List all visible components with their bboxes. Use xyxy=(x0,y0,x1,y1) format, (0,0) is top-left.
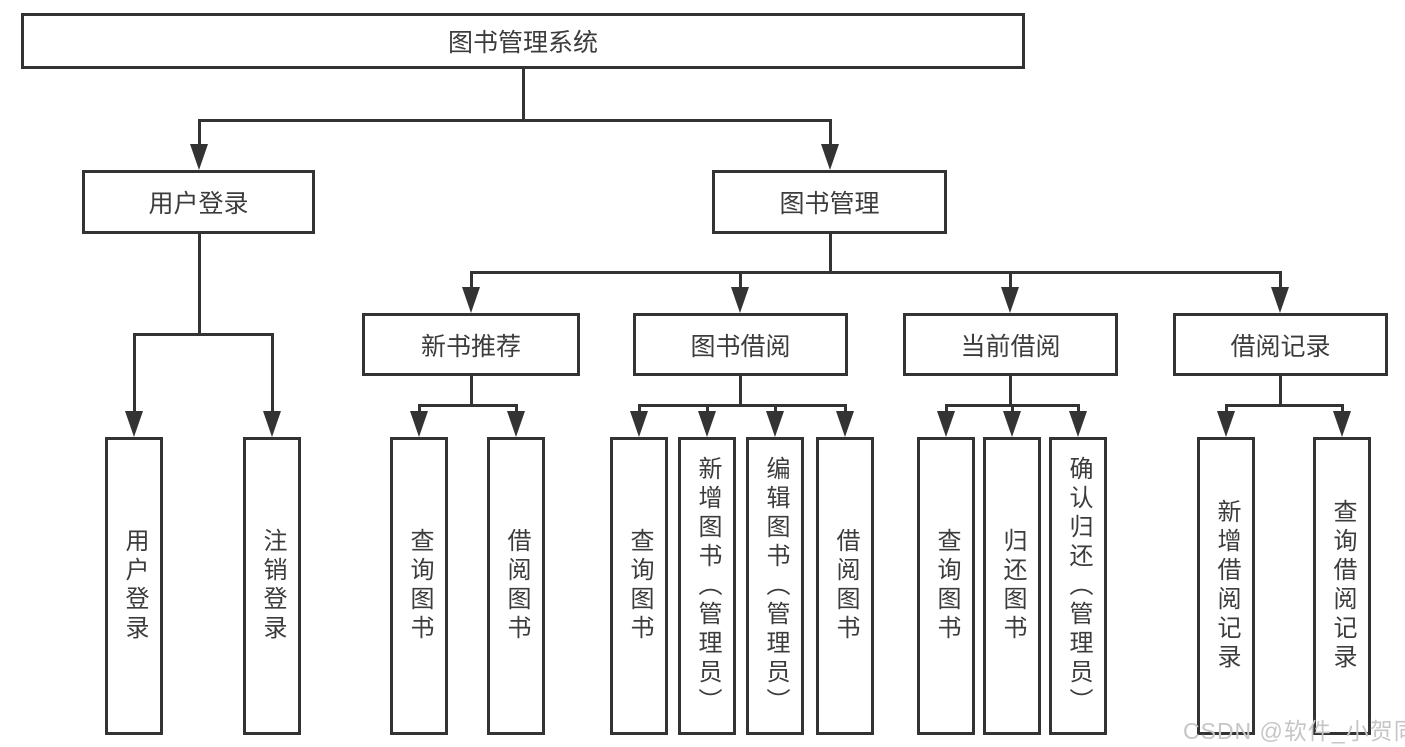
node-book-management: 图书管理 xyxy=(712,170,947,234)
arrow-down-icon xyxy=(698,411,716,437)
connector-level3-rail xyxy=(470,271,1281,274)
connector-drop-leaf xyxy=(133,333,136,415)
arrow-down-icon xyxy=(1271,287,1289,313)
leaf-label: 查询图书 xyxy=(406,528,433,644)
arrow-down-icon xyxy=(1217,411,1235,437)
arrow-down-icon xyxy=(821,144,839,170)
leaf-label: 查询图书 xyxy=(933,528,960,644)
leaf-query-borrow-record: 查询借阅记录 xyxy=(1313,437,1371,735)
connector-drop-leaf xyxy=(418,404,421,416)
connector-drop-leaf xyxy=(844,404,847,416)
node-label: 当前借阅 xyxy=(960,332,1061,361)
leaf-add-books-admin: 新增图书（管理员） xyxy=(678,437,736,735)
arrow-down-icon xyxy=(937,411,955,437)
arrow-down-icon xyxy=(125,411,143,437)
arrow-down-icon xyxy=(263,411,281,437)
connector-new-book-rail xyxy=(418,404,518,407)
connector-drop-leaf xyxy=(1225,404,1228,416)
leaf-label: 查询图书 xyxy=(626,528,653,644)
connector-drop-leaf xyxy=(1077,404,1080,416)
connector-drop-user-login xyxy=(198,119,201,149)
leaf-edit-books-admin: 编辑图书（管理员） xyxy=(746,437,804,735)
node-label: 图书管理 xyxy=(779,190,880,218)
leaf-label: 借阅图书 xyxy=(503,528,530,644)
arrow-down-icon xyxy=(1001,287,1019,313)
leaf-label: 确认归还（管理员） xyxy=(1065,455,1092,717)
connector-book-borrow-stem xyxy=(739,376,742,407)
leaf-label: 用户登录 xyxy=(121,528,148,644)
leaf-confirm-return-admin: 确认归还（管理员） xyxy=(1049,437,1107,735)
leaf-label: 新增借阅记录 xyxy=(1213,499,1240,673)
arrow-down-icon xyxy=(1333,411,1351,437)
arrow-down-icon xyxy=(410,411,428,437)
node-user-login: 用户登录 xyxy=(82,170,315,234)
connector-drop-leaf xyxy=(1011,404,1014,416)
connector-drop-level3 xyxy=(1009,271,1012,291)
leaf-borrow-books-recommend: 借阅图书 xyxy=(487,437,545,735)
leaf-query-books-recommend: 查询图书 xyxy=(390,437,448,735)
arrow-down-icon xyxy=(836,411,854,437)
connector-current-borrow-stem xyxy=(1009,376,1012,407)
connector-book-borrow-rail xyxy=(638,404,847,407)
connector-drop-leaf xyxy=(515,404,518,416)
connector-book-management-stem xyxy=(829,234,832,274)
arrow-down-icon xyxy=(731,287,749,313)
connector-root-stem xyxy=(522,69,525,120)
connector-new-book-stem xyxy=(470,376,473,407)
connector-drop-level3 xyxy=(1279,271,1282,291)
connector-drop-leaf xyxy=(638,404,641,416)
arrow-down-icon xyxy=(1003,411,1021,437)
leaf-borrow-books: 借阅图书 xyxy=(816,437,874,735)
leaf-add-borrow-record: 新增借阅记录 xyxy=(1197,437,1255,735)
leaf-query-books-borrow: 查询图书 xyxy=(610,437,668,735)
node-label: 图书借阅 xyxy=(690,332,791,361)
leaf-label: 注销登录 xyxy=(259,528,286,644)
connector-drop-book-management xyxy=(829,119,832,149)
leaf-label: 借阅图书 xyxy=(832,528,859,644)
connector-drop-level3 xyxy=(739,271,742,291)
connector-borrow-records-stem xyxy=(1279,376,1282,407)
arrow-down-icon xyxy=(630,411,648,437)
connector-drop-leaf xyxy=(945,404,948,416)
leaf-label: 查询借阅记录 xyxy=(1329,499,1356,673)
connector-drop-leaf xyxy=(774,404,777,416)
node-label: 图书管理系统 xyxy=(447,29,598,57)
leaf-logout: 注销登录 xyxy=(243,437,301,735)
arrow-down-icon xyxy=(507,411,525,437)
arrow-down-icon xyxy=(462,287,480,313)
leaf-label: 新增图书（管理员） xyxy=(694,455,721,717)
node-borrow-records: 借阅记录 xyxy=(1173,313,1388,376)
leaf-label: 归还图书 xyxy=(999,528,1026,644)
leaf-user-login: 用户登录 xyxy=(105,437,163,735)
node-new-book-recommend: 新书推荐 xyxy=(362,313,580,376)
leaf-return-books: 归还图书 xyxy=(983,437,1041,735)
arrow-down-icon xyxy=(766,411,784,437)
arrow-down-icon xyxy=(190,144,208,170)
node-label: 新书推荐 xyxy=(420,332,521,361)
watermark: CSDN @软件_小贺同学 xyxy=(1183,718,1405,744)
node-library-management-system: 图书管理系统 xyxy=(21,13,1025,69)
connector-drop-leaf xyxy=(1341,404,1344,416)
connector-user-login-stem xyxy=(198,233,201,335)
connector-drop-level3 xyxy=(470,271,473,291)
leaf-query-books-current: 查询图书 xyxy=(917,437,975,735)
connector-drop-leaf xyxy=(271,333,274,415)
node-label: 用户登录 xyxy=(148,190,249,218)
connector-level2-rail xyxy=(198,119,832,122)
arrow-down-icon xyxy=(1069,411,1087,437)
node-current-borrow: 当前借阅 xyxy=(903,313,1118,376)
leaf-label: 编辑图书（管理员） xyxy=(762,455,789,717)
connector-user-login-rail xyxy=(133,333,274,336)
connector-drop-leaf xyxy=(706,404,709,416)
node-label: 借阅记录 xyxy=(1230,332,1331,361)
connector-borrow-records-rail xyxy=(1225,404,1344,407)
node-book-borrow: 图书借阅 xyxy=(633,313,848,376)
